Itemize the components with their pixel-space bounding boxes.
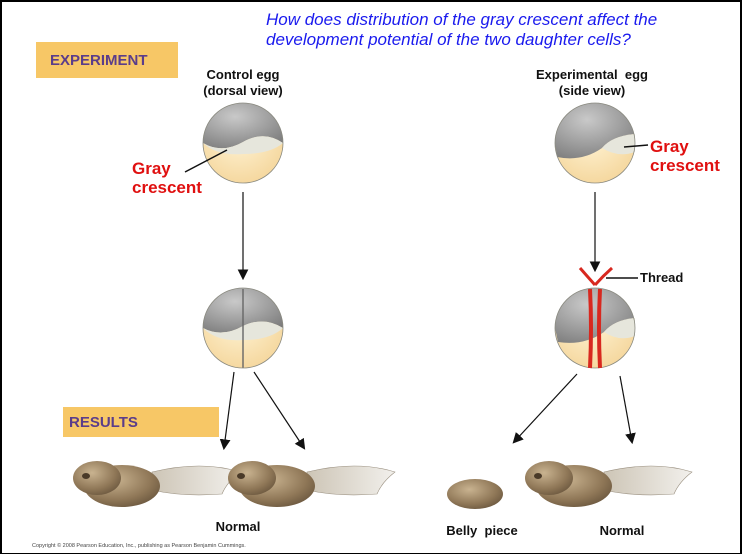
question-line-2: development potential of the two daughte…: [266, 30, 736, 50]
normal-label-right: Normal: [582, 523, 662, 539]
experiment-banner-label: EXPERIMENT: [50, 52, 148, 69]
control-egg-label: Control egg (dorsal view): [188, 67, 298, 99]
belly-piece-label: Belly piece: [442, 523, 522, 539]
experiment-banner: EXPERIMENT: [36, 42, 178, 78]
experimental-egg: [555, 103, 635, 183]
normal-label-left: Normal: [198, 519, 278, 535]
gray-crescent-label-left: Gray crescent: [132, 159, 202, 197]
arrow-control-left-cell: [224, 372, 234, 448]
copyright-notice: Copyright © 2008 Pearson Education, Inc.…: [32, 543, 246, 549]
arrow-experimental-right-cell: [620, 376, 632, 442]
results-banner: RESULTS: [63, 407, 219, 437]
control-egg-label-line-1: Control egg: [188, 67, 298, 83]
control-egg: [203, 103, 283, 183]
gray-crescent-left-line-1: Gray: [132, 159, 202, 178]
experimental-egg-label-line-2: (side view): [517, 83, 667, 99]
results-banner-label: RESULTS: [69, 414, 138, 431]
question-line-1: How does distribution of the gray cresce…: [266, 10, 736, 30]
tadpole-normal-1: [73, 461, 240, 507]
experimental-egg-label: Experimental egg (side view): [517, 67, 667, 99]
gray-crescent-left-line-2: crescent: [132, 178, 202, 197]
control-two-cell-embryo: [203, 288, 283, 368]
question-text: How does distribution of the gray cresce…: [266, 10, 736, 50]
belly-piece: [447, 479, 503, 509]
gray-crescent-right-line-2: crescent: [650, 156, 720, 175]
gray-crescent-label-right: Gray crescent: [650, 137, 720, 175]
tadpole-normal-3: [525, 461, 692, 507]
tadpole-normal-2: [228, 461, 395, 507]
experimental-egg-label-line-1: Experimental egg: [517, 67, 667, 83]
experimental-two-cell-embryo: [555, 288, 635, 368]
thread-label: Thread: [640, 270, 683, 286]
arrow-experimental-left-cell: [514, 374, 577, 442]
control-egg-label-line-2: (dorsal view): [188, 83, 298, 99]
arrow-control-right-cell: [254, 372, 304, 448]
gray-crescent-right-line-1: Gray: [650, 137, 720, 156]
